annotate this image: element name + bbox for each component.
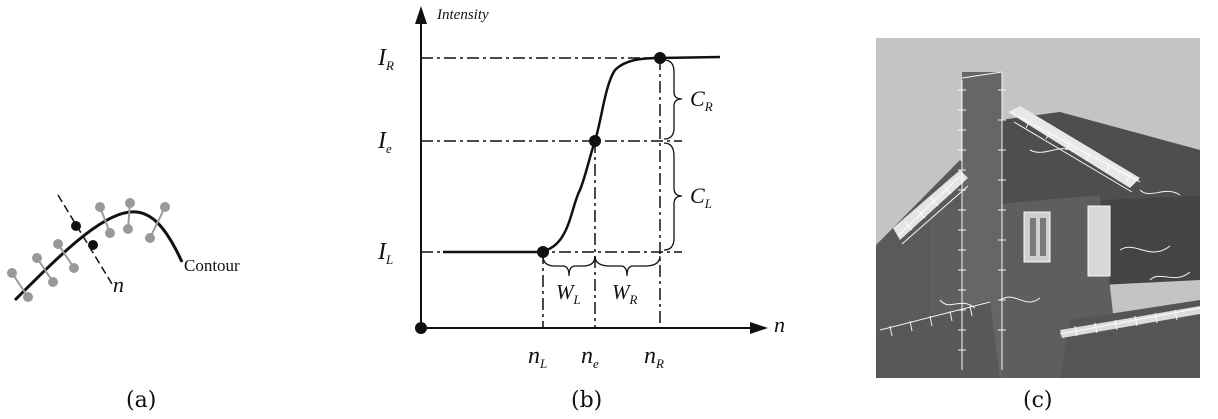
level-label-il: IL xyxy=(378,239,394,267)
y-axis-arrow-icon xyxy=(415,6,427,24)
caption-b: (b) xyxy=(571,388,603,413)
width-label-wr: WR xyxy=(612,280,638,307)
panel-b-diagram xyxy=(415,6,768,334)
panel-c-image xyxy=(876,38,1200,378)
contrast-brace xyxy=(663,59,683,251)
origin-point xyxy=(415,322,427,334)
edge-point xyxy=(71,221,81,231)
normal-label: n xyxy=(113,272,124,297)
profile-point-edge xyxy=(589,135,601,147)
panel-a-diagram xyxy=(7,194,184,302)
level-guides xyxy=(421,57,682,253)
level-label-ie: Ie xyxy=(378,128,392,156)
contrast-label-cl: CL xyxy=(690,183,712,211)
width-brace xyxy=(542,255,661,277)
position-label-nr: nR xyxy=(644,343,664,371)
position-label-ne: ne xyxy=(581,343,599,371)
width-label-wl: WL xyxy=(556,280,581,307)
x-axis-arrow-icon xyxy=(750,322,768,334)
contrast-label-cr: CR xyxy=(690,86,713,114)
level-label-ir: IR xyxy=(378,45,394,73)
sample-profiles xyxy=(7,198,170,302)
position-label-nl: nL xyxy=(528,343,548,371)
contour-curve xyxy=(13,210,184,302)
y-axis-label: Intensity xyxy=(437,7,489,23)
intensity-profile xyxy=(443,55,721,254)
caption-a: (a) xyxy=(126,388,157,413)
edge-point xyxy=(88,240,98,250)
position-guides xyxy=(542,58,661,328)
profile-point-left xyxy=(537,246,549,258)
caption-c: (c) xyxy=(1023,388,1053,413)
normal-line xyxy=(57,194,113,285)
contour-label: Contour xyxy=(184,256,240,275)
x-axis-label: n xyxy=(774,312,785,337)
profile-point-right xyxy=(654,52,666,64)
